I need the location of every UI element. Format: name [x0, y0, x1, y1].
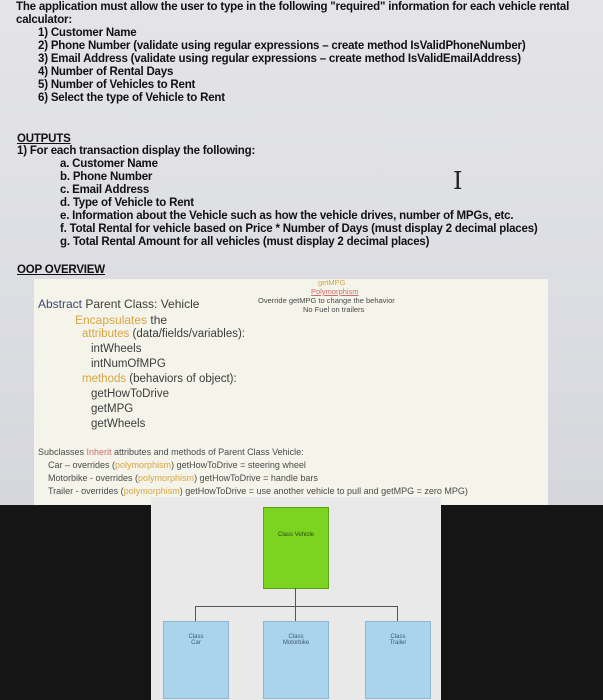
methods-rest: (behaviors of object):	[126, 373, 237, 385]
trailer-text-a: Trailer - overrides (	[48, 486, 124, 496]
parent-class-box: Class Vehicle	[263, 507, 329, 589]
methods-line: methods (behaviors of object):	[82, 373, 237, 385]
method-getwheels: getWheels	[91, 418, 146, 430]
moto-text-a: Motorbike - overrides (	[48, 473, 139, 483]
connector-vertical	[295, 588, 296, 606]
attributes-line: attributes (data/fields/variables):	[82, 328, 245, 340]
class-diagram: Class Vehicle Class Car Class Motorbike …	[151, 497, 441, 700]
subclass-motorbike-line: Motorbike - overrides (polymorphism) get…	[48, 473, 318, 483]
output-item-g: g. Total Rental Amount for all vehicles …	[60, 236, 430, 248]
encapsulates-line: Encapsulates the	[75, 313, 167, 327]
subclass-car-line: Car – overrides (polymorphism) getHowToD…	[48, 460, 306, 470]
output-item-c: c. Email Address	[60, 184, 150, 196]
subclasses-intro: Subclasses Inherit attributes and method…	[38, 447, 304, 457]
class-motorbike-line2: Motorbike	[282, 640, 310, 646]
moto-polymorphism: polymorphism	[138, 473, 195, 483]
intro-line-1: The application must allow the user to t…	[16, 1, 570, 13]
trailer-text-b: ) getHowToDrive = use another vehicle to…	[179, 486, 468, 496]
note-override: Override getMPG to change the behavior	[258, 296, 395, 305]
trailer-polymorphism: polymorphism	[123, 486, 180, 496]
output-item-d: d. Type of Vehicle to Rent	[60, 197, 194, 209]
attr-intnumofmpg: intNumOfMPG	[91, 358, 166, 370]
outputs-heading: OUTPUTS	[17, 133, 71, 145]
attributes-word: attributes	[82, 328, 130, 340]
connector-motorbike	[295, 606, 296, 621]
car-polymorphism: polymorphism	[115, 460, 172, 470]
car-text-a: Car – overrides (	[48, 460, 116, 470]
attr-intwheels: intWheels	[91, 343, 142, 355]
required-item-1: 1) Customer Name	[38, 27, 137, 39]
encapsulates-rest: the	[147, 313, 168, 327]
class-car-box: Class Car	[163, 621, 229, 699]
note-no-fuel: No Fuel on trailers	[303, 305, 365, 314]
inherit-word: Inherit	[86, 447, 112, 457]
class-trailer-line1: Class	[390, 634, 406, 640]
subclasses-intro-b: attributes and methods of Parent Class V…	[111, 447, 304, 457]
intro-line-2: calculator:	[16, 14, 72, 26]
methods-word: methods	[82, 373, 127, 385]
note-getmpg: getMPG	[318, 278, 346, 287]
output-item-b: b. Phone Number	[60, 171, 153, 183]
class-motorbike-line1: Class	[288, 634, 304, 640]
class-car-line2: Car	[191, 640, 201, 646]
moto-text-b: ) getHowToDrive = handle bars	[194, 473, 318, 483]
car-text-b: ) getHowToDrive = steering wheel	[171, 460, 306, 470]
oop-heading: OOP OVERVIEW	[17, 264, 105, 276]
subclasses-intro-a: Subclasses	[38, 447, 87, 457]
method-gethowtodrive: getHowToDrive	[91, 388, 169, 400]
attributes-rest: (data/fields/variables):	[129, 328, 246, 340]
class-trailer-box: Class Trailer	[365, 621, 431, 699]
abstract-word: Abstract	[38, 297, 83, 311]
required-item-3: 3) Email Address (validate using regular…	[38, 53, 521, 65]
parent-class-line: Abstract Parent Class: Vehicle	[38, 297, 199, 311]
output-item-a: a. Customer Name	[60, 158, 158, 170]
parent-class-label: Class Vehicle	[277, 532, 315, 538]
method-getmpg: getMPG	[91, 403, 134, 415]
class-trailer-line2: Trailer	[389, 640, 407, 646]
output-item-e: e. Information about the Vehicle such as…	[60, 210, 514, 222]
connector-car	[195, 606, 196, 621]
required-item-4: 4) Number of Rental Days	[38, 66, 174, 78]
required-item-6: 6) Select the type of Vehicle to Rent	[38, 92, 225, 104]
required-item-5: 5) Number of Vehicles to Rent	[38, 79, 196, 91]
parent-class-text: Parent Class: Vehicle	[82, 297, 200, 311]
output-item-f: f. Total Rental for vehicle based on Pri…	[60, 223, 538, 235]
text-cursor-icon: I	[453, 167, 463, 195]
outputs-intro: 1) For each transaction display the foll…	[17, 145, 256, 157]
connector-trailer	[397, 606, 398, 621]
class-car-line1: Class	[188, 634, 204, 640]
class-motorbike-box: Class Motorbike	[263, 621, 329, 699]
subclass-trailer-line: Trailer - overrides (polymorphism) getHo…	[48, 486, 468, 496]
note-polymorphism: Polymorphism	[311, 287, 359, 296]
encapsulates-word: Encapsulates	[75, 313, 148, 327]
oop-overview-box	[34, 279, 548, 505]
connector-horizontal	[195, 606, 397, 607]
required-item-2: 2) Phone Number (validate using regular …	[38, 40, 526, 52]
